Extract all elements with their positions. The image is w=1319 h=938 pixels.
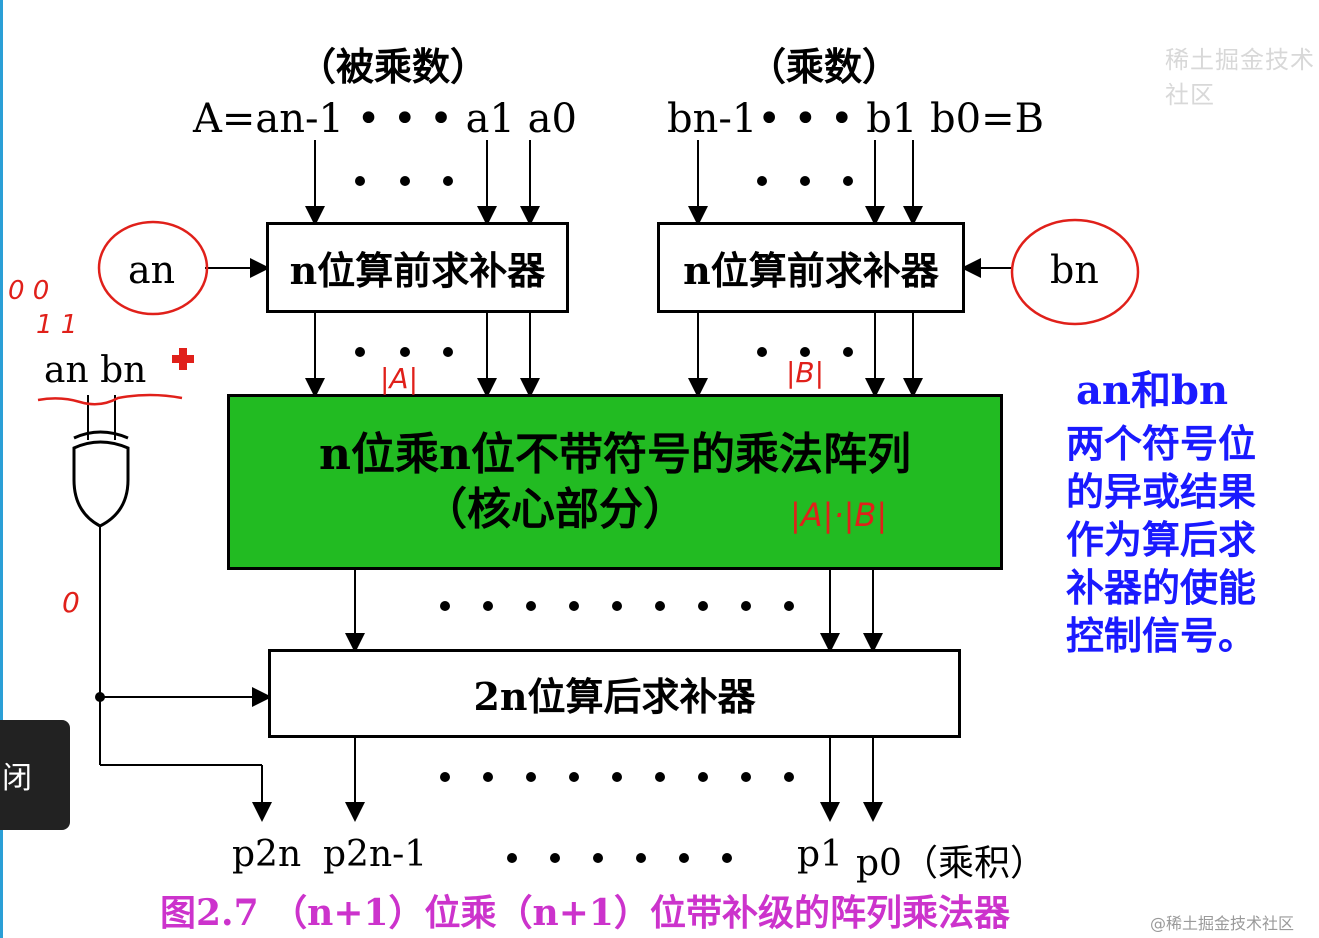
output-p1: p1 [797,834,843,875]
side-close-tab-label: 闭 [2,761,32,796]
watermark-top: 稀土掘金技术社区 [1165,46,1315,109]
core-array-subtitle: （核心部分） [423,484,687,535]
watermark-bottom: @稀土掘金技术社区 [1150,914,1295,933]
multiplicand-label: （被乘数） [298,44,489,89]
output-p2n: p2n [232,834,302,875]
handwritten-abs-b: |B| [786,356,825,389]
annotation-line-1: 两个符号位 [1066,421,1257,466]
b-operand-bits: bn-1• • • b1 b0=B [667,96,1044,142]
handwritten-ones: 1 1 [36,310,78,340]
handwritten-zeros: 0 0 [8,276,50,306]
post-complement-label: 2n位算后求补器 [473,674,756,719]
annotation-line-5: 控制信号。 [1066,613,1257,658]
pre-complement-box-b-label: n位算前求补器 [683,248,939,293]
handwritten-abs-product: |A|·|B| [790,496,888,534]
a-operand-bits: A=an-1 • • • a1 a0 [193,96,577,142]
annotation-body: 两个符号位 的异或结果 作为算后求 补器的使能 控制信号。 [1066,420,1256,660]
xor-inputs-label: an bn [44,350,147,391]
core-array-title: n位乘n位不带符号的乘法阵列 [319,429,911,480]
sign-bit-an: an [128,248,176,292]
output-p0-product: p0（乘积） [856,843,1046,884]
core-multiplier-array: n位乘n位不带符号的乘法阵列 （核心部分） [227,394,1003,570]
annotation-line-3: 作为算后求 [1066,517,1257,562]
pre-complement-box-a: n位算前求补器 [266,222,569,313]
handwritten-xor-output: 0 [62,586,80,619]
figure-caption: 图2.7 （n+1）位乘（n+1）位带补级的阵列乘法器 [160,892,1010,934]
annotation-title: an和bn [1076,367,1229,414]
pre-complement-box-b: n位算前求补器 [657,222,965,313]
side-close-tab[interactable]: 闭 [0,720,70,830]
handwritten-abs-a: |A| [380,362,419,395]
multiplier-label: （乘数） [748,44,901,89]
window-left-edge [0,0,3,938]
annotation-line-4: 补器的使能 [1066,565,1257,610]
annotation-line-2: 的异或结果 [1066,469,1257,514]
output-p2n-1: p2n-1 [323,834,428,875]
post-complement-box: 2n位算后求补器 [268,649,961,738]
sign-bit-bn: bn [1050,248,1099,292]
pre-complement-box-a-label: n位算前求补器 [289,248,546,293]
